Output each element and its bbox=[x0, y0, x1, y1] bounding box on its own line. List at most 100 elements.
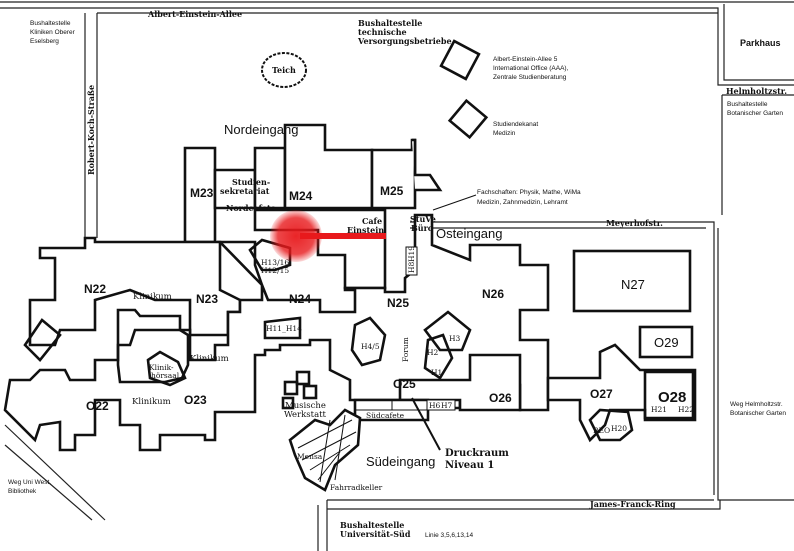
hall-labels: H13/16 H12/15 H11_H14 H4/5 H1 H2 H3 H6 H… bbox=[261, 246, 694, 433]
entrance-ost: Osteingang bbox=[436, 226, 503, 241]
road-helmholtzstr: Helmholtzstr. bbox=[726, 86, 787, 96]
marker-arrow bbox=[300, 233, 386, 239]
road-robert-koch-strasse: Robert-Koch-Straße bbox=[86, 85, 96, 175]
building-o29: O29 bbox=[654, 335, 679, 350]
suedcafete-label: Südcafete bbox=[366, 411, 405, 420]
info-fachschaften: Fachschaften: Physik, Mathe, WiMa Medizi… bbox=[432, 189, 581, 211]
main-complex bbox=[3, 123, 697, 492]
hall-h6-h7-box bbox=[426, 399, 456, 411]
forum-label: Forum bbox=[401, 337, 410, 362]
hall-h12-15: H12/15 bbox=[261, 266, 289, 275]
svg-text:Linie 3,5,6,13,14: Linie 3,5,6,13,14 bbox=[425, 532, 473, 539]
entrance-sued: Südeingang bbox=[366, 454, 435, 469]
hall-h11-h14: H11_H14 bbox=[266, 324, 302, 333]
entrance-labels: Nordeingang Osteingang Südeingang bbox=[224, 122, 503, 469]
musische-label-2: Werkstatt bbox=[284, 410, 327, 420]
hall-h22: H22 bbox=[678, 405, 694, 414]
hall-h45: H4/5 bbox=[361, 342, 380, 351]
svg-text:Medizin: Medizin bbox=[493, 130, 516, 137]
building-n27-box bbox=[572, 249, 692, 313]
info-weg-helmholtz: Weg Helmholtzstr. Botanischer Garten bbox=[730, 401, 786, 417]
svg-text:International Office (AAA),: International Office (AAA), bbox=[493, 65, 569, 72]
cafe-einstein-label-2: Einstein bbox=[347, 225, 384, 235]
studiensekretariat-label-2: sekretariat bbox=[220, 186, 270, 196]
nordcafete-label: Nordcafete bbox=[226, 203, 276, 213]
hall-h2: H2 bbox=[427, 348, 439, 357]
bus-stop-universitaet-sued: Bushaltestelle Universität-Süd Linie 3,5… bbox=[340, 520, 473, 539]
aaa-building bbox=[439, 39, 481, 81]
bus-stop-botanischer: Bushaltestelle Botanischer Garten bbox=[727, 101, 783, 117]
building-n24: N24 bbox=[289, 292, 311, 306]
klinikum-label-1: Klinikum bbox=[133, 292, 172, 302]
road-james-franck-ring: James-Franck-Ring bbox=[589, 499, 676, 509]
studiensekretariat-label-1: Studien- bbox=[232, 177, 270, 187]
hall-h7: H7 bbox=[441, 401, 453, 410]
hall-h8-h19-box bbox=[405, 246, 418, 276]
hall-h21: H21 bbox=[651, 405, 667, 414]
svg-text:Universität-Süd: Universität-Süd bbox=[340, 529, 411, 539]
klinikhoersaal-label-1: Klinik- bbox=[149, 363, 174, 372]
building-m23: M23 bbox=[190, 186, 214, 200]
mensa-label: Mensa bbox=[297, 452, 323, 461]
svg-text:Botanischer Garten: Botanischer Garten bbox=[730, 410, 786, 417]
svg-text:Bushaltestelle: Bushaltestelle bbox=[727, 101, 768, 108]
building-labels: M23 M24 M25 N22 N23 N24 N25 N26 N27 O22 … bbox=[84, 184, 686, 413]
svg-text:Fachschaften: Physik, Mathe, W: Fachschaften: Physik, Mathe, WiMa bbox=[477, 189, 581, 196]
svg-text:Albert-Einstein-Allee 5: Albert-Einstein-Allee 5 bbox=[493, 56, 558, 63]
hall-h3: H3 bbox=[449, 334, 461, 343]
building-n25: N25 bbox=[387, 296, 409, 310]
pond-outline bbox=[261, 52, 307, 88]
klinikhoersaal-label-2: hörsaal bbox=[151, 371, 180, 380]
building-n26: N26 bbox=[482, 287, 504, 301]
building-o29-box bbox=[638, 325, 694, 359]
dekanat-building bbox=[447, 98, 489, 140]
svg-text:technische: technische bbox=[358, 27, 407, 37]
building-n22: N22 bbox=[84, 282, 106, 296]
parkhaus-label: Parkhaus bbox=[740, 38, 781, 48]
hall-h8: H8 bbox=[407, 261, 416, 273]
building-n27: N27 bbox=[621, 277, 645, 292]
svg-text:Bushaltestelle: Bushaltestelle bbox=[340, 520, 404, 530]
outer-buildings bbox=[261, 39, 694, 359]
info-aaa: Albert-Einstein-Allee 5 International Of… bbox=[493, 56, 569, 81]
svg-text:Eselsberg: Eselsberg bbox=[30, 38, 59, 45]
road-albert-einstein-allee: Albert-Einstein-Allee bbox=[147, 9, 242, 19]
building-o22: O22 bbox=[86, 399, 109, 413]
stuve-label-1: StuVe bbox=[410, 214, 436, 224]
hall-h19: H19 bbox=[407, 246, 416, 262]
hall-h6: H6 bbox=[429, 401, 441, 410]
building-o26: O26 bbox=[489, 391, 512, 405]
druckraum-pointer bbox=[411, 397, 441, 451]
building-o27: O27 bbox=[590, 387, 613, 401]
svg-text:Studiendekanat: Studiendekanat bbox=[493, 121, 538, 128]
klinikum-label-3: Klinikum bbox=[132, 397, 171, 407]
svg-text:Bushaltestelle: Bushaltestelle bbox=[358, 18, 422, 28]
road-labels: Albert-Einstein-Allee Robert-Koch-Straße… bbox=[86, 9, 787, 509]
place-labels: Teich Studien- sekretariat Nordcafete Ca… bbox=[132, 65, 610, 492]
svg-text:Weg Helmholtzstr.: Weg Helmholtzstr. bbox=[730, 401, 783, 408]
road-meyerhofstr: Meyerhofstr. bbox=[606, 218, 663, 228]
cafe-einstein-label-1: Cafe bbox=[362, 216, 382, 226]
svg-text:Zentrale Studienberatung: Zentrale Studienberatung bbox=[493, 74, 567, 81]
klinikum-label-2: Klinikum bbox=[190, 354, 229, 364]
svg-text:Kliniken Oberer: Kliniken Oberer bbox=[30, 29, 76, 36]
musische-label-1: Musische bbox=[285, 401, 326, 411]
druckraum-label-2: Niveau 1 bbox=[445, 460, 494, 471]
svg-text:Weg Uni West,: Weg Uni West, bbox=[8, 479, 51, 486]
building-o28: O28 bbox=[658, 389, 686, 406]
hall-h20: H20 bbox=[611, 424, 627, 433]
beo-label: BEO bbox=[593, 426, 610, 435]
entrance-nord: Nordeingang bbox=[224, 122, 298, 137]
stuve-label-2: Büro bbox=[411, 223, 434, 233]
building-o25: O25 bbox=[393, 377, 416, 391]
building-o23: O23 bbox=[184, 393, 207, 407]
svg-text:Bushaltestelle: Bushaltestelle bbox=[30, 20, 71, 27]
hall-h1: H1 bbox=[431, 368, 442, 377]
teich-label: Teich bbox=[272, 65, 296, 75]
svg-text:Bibliothek: Bibliothek bbox=[8, 488, 37, 495]
building-m25: M25 bbox=[380, 184, 404, 198]
svg-text:Botanischer Garten: Botanischer Garten bbox=[727, 110, 783, 117]
svg-text:Medizin, Zahnmedizin, Lehramt: Medizin, Zahnmedizin, Lehramt bbox=[477, 199, 568, 206]
